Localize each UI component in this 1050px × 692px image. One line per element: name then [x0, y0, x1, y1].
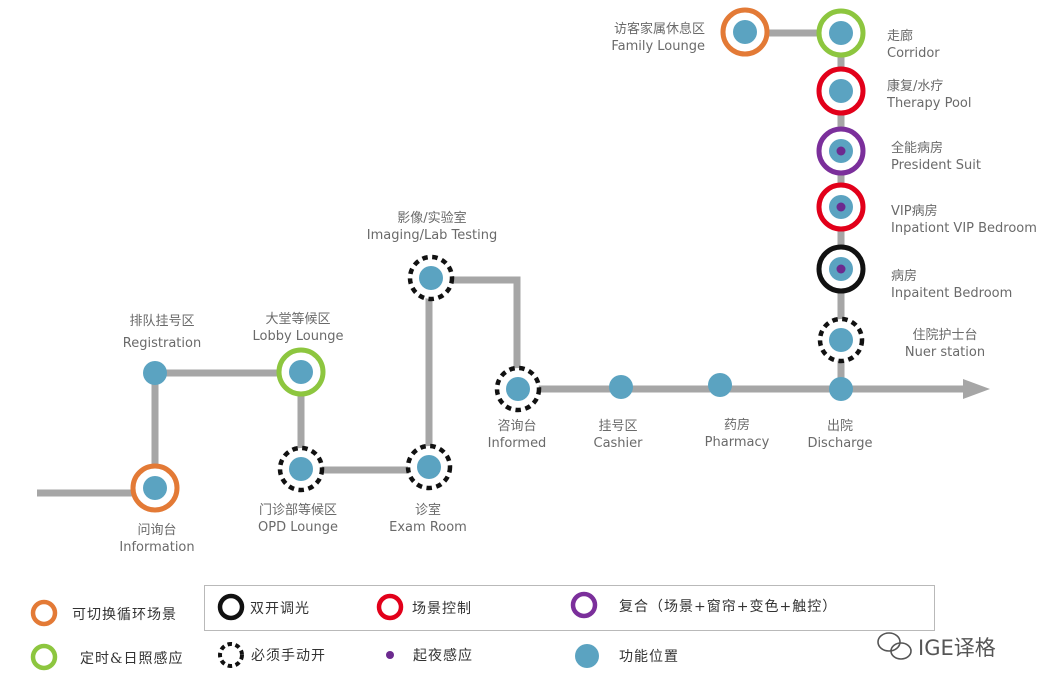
- legend-black-ring-icon: [217, 593, 245, 621]
- label-imaging-en: Imaging/Lab Testing: [366, 228, 498, 243]
- label-vip-en: Inpationt VIP Bedroom: [891, 221, 1037, 236]
- legend-red-ring-icon: [376, 593, 404, 621]
- track-lobby-to-exam: [297, 373, 429, 474]
- label-pharmacy-zh: 药房: [723, 418, 751, 433]
- label-opd-en: OPD Lounge: [258, 520, 338, 535]
- label-family-zh: 访客家属休息区: [613, 22, 705, 37]
- label-registration: 排队挂号区 Registration: [123, 313, 201, 352]
- nodes: [143, 20, 853, 500]
- label-discharge: 出院 Discharge: [807, 418, 872, 452]
- node-informed: [506, 377, 530, 401]
- dot-president: [836, 146, 846, 156]
- legend-manual-ring-icon: [218, 642, 244, 668]
- label-nurse: 住院护士台 Nuer station: [905, 327, 985, 361]
- label-pharmacy: 药房 Pharmacy: [705, 417, 770, 451]
- node-cashier: [609, 375, 633, 399]
- legend-function: 功能位置: [619, 649, 679, 665]
- node-family: [733, 20, 757, 44]
- label-therapy: 康复/水疗 Therapy Pool: [887, 78, 971, 112]
- legend-manual: 必须手动开: [251, 648, 326, 664]
- label-registration-en: Registration: [122, 336, 202, 351]
- node-opd: [289, 457, 313, 481]
- node-information: [143, 476, 167, 500]
- label-imaging: 影像/实验室 Imaging/Lab Testing: [367, 210, 498, 244]
- label-lobby: 大堂等候区 Lobby Lounge: [253, 311, 344, 345]
- dot-inpatient: [836, 264, 846, 274]
- node-exam: [417, 455, 441, 479]
- legend-orange-ring-icon: [30, 599, 58, 627]
- legend-box: [204, 585, 935, 631]
- label-cashier-en: Cashier: [593, 436, 643, 451]
- label-vip: VIP病房 Inpationt VIP Bedroom: [891, 203, 1037, 237]
- legend-timed: 定时&日照感应: [80, 651, 184, 667]
- node-imaging: [419, 266, 443, 290]
- legend-scene: 场景控制: [412, 601, 472, 617]
- label-informed: 咨询台 Informed: [488, 418, 547, 452]
- dot-vip: [836, 202, 846, 212]
- label-inpatient-en: Inpaitent Bedroom: [891, 286, 1013, 301]
- label-opd: 门诊部等候区 OPD Lounge: [258, 502, 338, 536]
- wechat-icon: [877, 632, 912, 660]
- label-corridor-zh: 走廊: [887, 29, 914, 44]
- label-inpatient-zh: 病房: [891, 269, 918, 284]
- watermark: IGE译格: [918, 636, 996, 660]
- label-information-zh: 问询台: [137, 523, 177, 538]
- direction-arrow: [963, 379, 990, 399]
- legend-purple-ring-icon: [570, 591, 598, 619]
- label-information: 问询台 Information: [119, 522, 194, 556]
- label-cashier: 挂号区 Cashier: [593, 418, 642, 452]
- label-president-zh: 全能病房: [891, 141, 944, 156]
- label-opd-zh: 门诊部等候区: [258, 503, 338, 518]
- legend-night: 起夜感应: [413, 648, 473, 664]
- label-informed-en: Informed: [487, 436, 547, 451]
- node-nurse: [829, 328, 853, 352]
- label-nurse-en: Nuer station: [904, 345, 986, 360]
- label-family-en: Family Lounge: [611, 39, 705, 54]
- label-discharge-zh: 出院: [826, 419, 853, 434]
- label-exam: 诊室 Exam Room: [389, 502, 467, 536]
- label-lobby-zh: 大堂等候区: [265, 312, 331, 327]
- label-therapy-zh: 康复/水疗: [887, 79, 944, 94]
- label-discharge-en: Discharge: [807, 436, 873, 451]
- label-exam-en: Exam Room: [389, 520, 467, 535]
- label-imaging-zh: 影像/实验室: [397, 211, 467, 226]
- node-corridor: [829, 21, 853, 45]
- legend-function-node-icon: [575, 644, 599, 668]
- label-pharmacy-en: Pharmacy: [704, 435, 770, 450]
- legend-green-ring-icon: [30, 643, 58, 671]
- label-president-en: President Suit: [891, 158, 981, 173]
- label-therapy-en: Therapy Pool: [887, 96, 972, 111]
- label-inpatient: 病房 Inpaitent Bedroom: [891, 268, 1012, 302]
- node-therapy: [829, 79, 853, 103]
- label-informed-zh: 咨询台: [497, 419, 537, 434]
- label-nurse-zh: 住院护士台: [912, 328, 978, 343]
- label-cashier-zh: 挂号区: [598, 419, 638, 434]
- label-corridor-en: Corridor: [887, 46, 940, 61]
- label-corridor: 走廊 Corridor: [887, 28, 940, 62]
- night-sensor-dots: [836, 146, 846, 274]
- node-lobby: [289, 360, 313, 384]
- legend-symbols: [30, 591, 599, 671]
- node-pharmacy: [708, 373, 732, 397]
- label-lobby-en: Lobby Lounge: [252, 329, 344, 344]
- node-registration: [143, 361, 167, 385]
- legend-switchable: 可切换循环场景: [72, 607, 177, 623]
- label-family: 访客家属休息区 Family Lounge: [611, 21, 705, 55]
- label-exam-zh: 诊室: [414, 503, 442, 518]
- label-president: 全能病房 President Suit: [891, 140, 981, 174]
- label-information-en: Information: [119, 540, 195, 555]
- track-exam-to-imaging: [425, 276, 521, 470]
- label-registration-zh: 排队挂号区: [129, 314, 195, 329]
- label-vip-zh: VIP病房: [891, 204, 938, 219]
- node-discharge: [829, 377, 853, 401]
- legend-dimming: 双开调光: [250, 601, 310, 617]
- legend-purple-dot-icon: [386, 651, 394, 659]
- legend-composite: 复合（场景+窗帘+变色+触控）: [619, 599, 838, 615]
